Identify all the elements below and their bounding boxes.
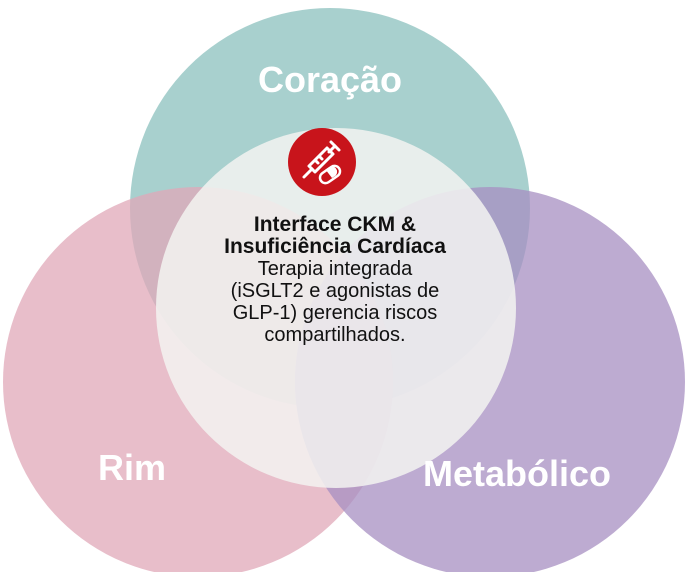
center-body-line-2: (iSGLT2 e agonistas de: [230, 280, 440, 302]
center-description: Interface CKM & Insuficiência Cardíaca T…: [200, 213, 470, 347]
center-title-line-1: Interface CKM &: [253, 213, 417, 236]
syringe-pill-icon: [288, 128, 356, 196]
syringe-icon: [302, 140, 341, 179]
center-body-line-4: compartilhados.: [264, 324, 406, 346]
pill-icon: [318, 164, 342, 185]
metabolic-label: Metabólico: [422, 453, 612, 494]
center-circle: [156, 128, 516, 488]
center-body-line-1: Terapia integrada: [257, 258, 413, 280]
kidney-label: Rim: [97, 447, 167, 488]
heart-label: Coração: [257, 59, 403, 100]
icon-badge: [288, 128, 356, 196]
center-body-line-3: GLP-1) gerencia riscos: [232, 302, 438, 324]
center-title-line-2: Insuficiência Cardíaca: [224, 235, 446, 258]
